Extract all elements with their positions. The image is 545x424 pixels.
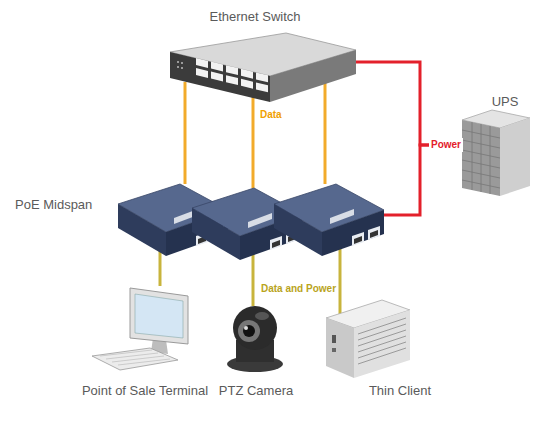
- device-node: [274, 184, 384, 248]
- link-label: Data and Power: [261, 283, 336, 295]
- power-cable: [356, 62, 462, 145]
- thin-client-illustration: [326, 300, 410, 378]
- device-label: PTZ Camera: [186, 383, 326, 399]
- device-node: Ethernet Switch: [170, 33, 356, 82]
- link-label: Power: [429, 138, 463, 152]
- device-label: Thin Client: [330, 383, 470, 399]
- data-cable: [339, 248, 342, 316]
- power-cable: [384, 145, 462, 215]
- data-cable: [252, 252, 255, 306]
- camera-illustration: [227, 306, 283, 372]
- device-label: UPS: [465, 94, 545, 110]
- data-cable: [159, 250, 162, 286]
- device-node: PTZ Camera: [228, 306, 280, 370]
- device-node: UPS: [462, 112, 530, 192]
- device-label: PoE Midspan: [15, 197, 115, 213]
- data-cable: [324, 82, 327, 184]
- device-node: Thin Client: [326, 316, 410, 378]
- device-node: [192, 188, 302, 252]
- switch-illustration: [170, 33, 356, 102]
- data-cable: [184, 82, 187, 184]
- pos-terminal-illustration: [92, 288, 188, 370]
- device-label: Point of Sale Terminal: [65, 383, 225, 399]
- link-label: Data: [260, 109, 282, 121]
- device-node: Point of Sale Terminal: [92, 286, 188, 366]
- device-label: Ethernet Switch: [155, 9, 355, 25]
- ups-illustration: [462, 110, 530, 196]
- device-node: PoE Midspan: [118, 184, 228, 250]
